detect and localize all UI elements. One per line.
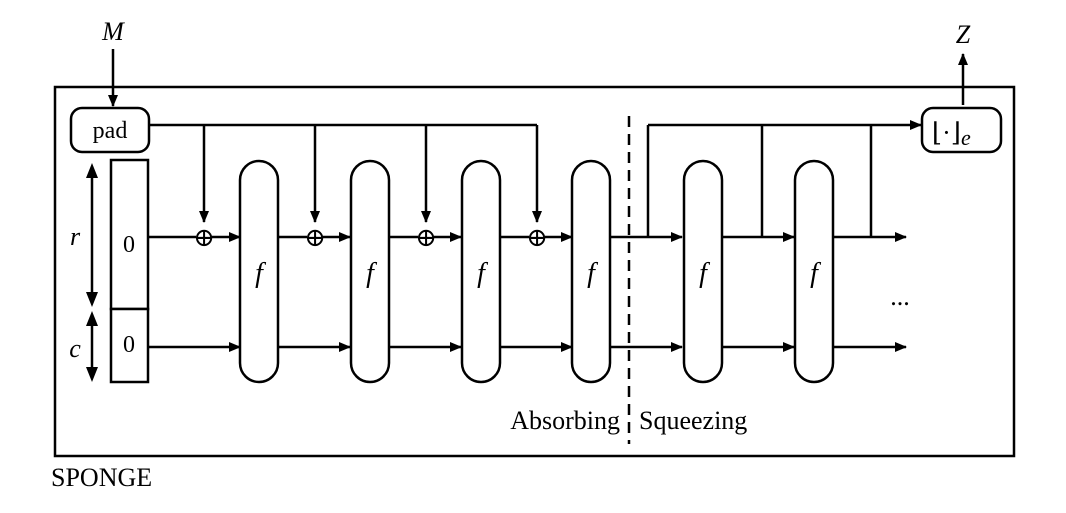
ellipsis: ... [890,282,910,311]
f-block-5 [682,159,724,384]
xor-4: ⊕ [526,223,548,252]
state-capacity-value: 0 [123,332,135,358]
f-block-4 [570,159,612,384]
f-block-3 [460,159,502,384]
capacity-label: c [69,334,81,363]
pad-label: pad [93,118,128,144]
truncate-box [920,106,1003,154]
rate-dimension-arrowheads [86,163,98,307]
output-label-z: Z [956,20,971,49]
f-label-6: f [810,258,821,289]
xor-3: ⊕ [415,223,437,252]
state-capacity-cell [109,307,150,384]
f-label-5: f [699,258,710,289]
absorbing-label: Absorbing [510,406,620,435]
truncate-label: ⌊·⌋e [932,118,971,150]
f-label-2: f [366,258,377,289]
f-label-3: f [477,258,488,289]
input-label-m: M [101,17,125,46]
f-label-1: f [255,258,266,289]
f-block-6 [793,159,835,384]
state-rate-value: 0 [123,232,135,258]
rate-label: r [70,222,81,251]
xor-2: ⊕ [304,223,326,252]
sponge-frame [53,85,1016,458]
f-block-1 [238,159,280,384]
f-label-4: f [587,258,598,289]
f-block-2 [349,159,391,384]
squeezing-label: Squeezing [639,406,747,435]
xor-1: ⊕ [193,223,215,252]
pad-box [69,106,151,154]
capacity-dimension-arrowheads [86,311,98,382]
sponge-caption: SPONGE [51,463,152,492]
